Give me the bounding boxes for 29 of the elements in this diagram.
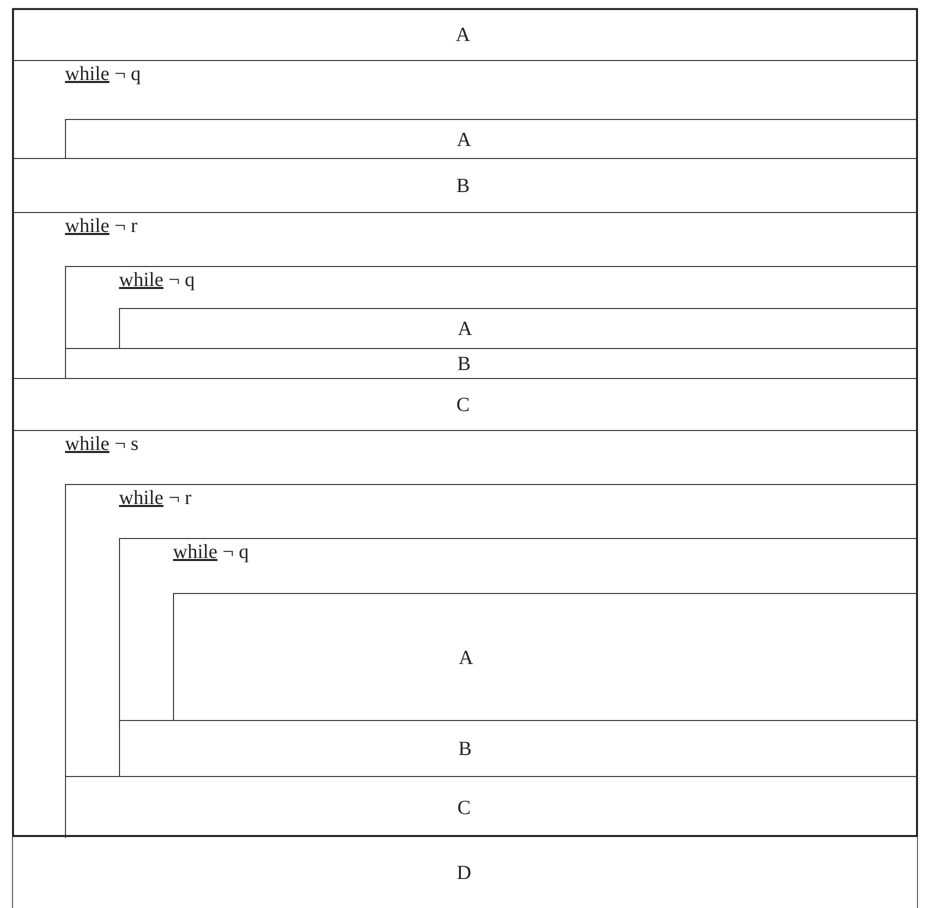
- statement-label: C: [457, 796, 471, 818]
- loop-block: [65, 266, 918, 348]
- statement-block: [65, 119, 918, 159]
- loop-condition: while ¬ q: [65, 63, 141, 85]
- statement-label: A: [458, 318, 472, 340]
- statement-label: A: [456, 128, 472, 150]
- loop-block: [12, 212, 918, 378]
- loop-condition: while ¬ r: [119, 487, 192, 509]
- statement-block: [119, 720, 918, 777]
- loop-condition: while ¬ q: [173, 541, 249, 563]
- statement-label: A: [456, 24, 470, 46]
- loop-condition: while ¬ s: [65, 433, 138, 455]
- loop-block: [12, 60, 918, 158]
- loop-block: [119, 538, 918, 720]
- statement-label: A: [458, 646, 474, 668]
- statement-block: [119, 308, 918, 349]
- loop-condition: while ¬ r: [65, 215, 138, 237]
- statement-block: [173, 593, 918, 721]
- statement-label: C: [456, 394, 470, 416]
- statement-label: B: [458, 738, 472, 760]
- statement-label: B: [457, 353, 471, 375]
- loop-block: [65, 484, 918, 776]
- statement-block: [65, 776, 918, 838]
- statement-label: D: [456, 862, 472, 884]
- statement-block: [12, 837, 918, 908]
- statement-label: B: [456, 174, 470, 196]
- loop-block: [12, 430, 918, 837]
- loop-condition: while ¬ q: [119, 269, 195, 291]
- statement-block: [65, 348, 918, 379]
